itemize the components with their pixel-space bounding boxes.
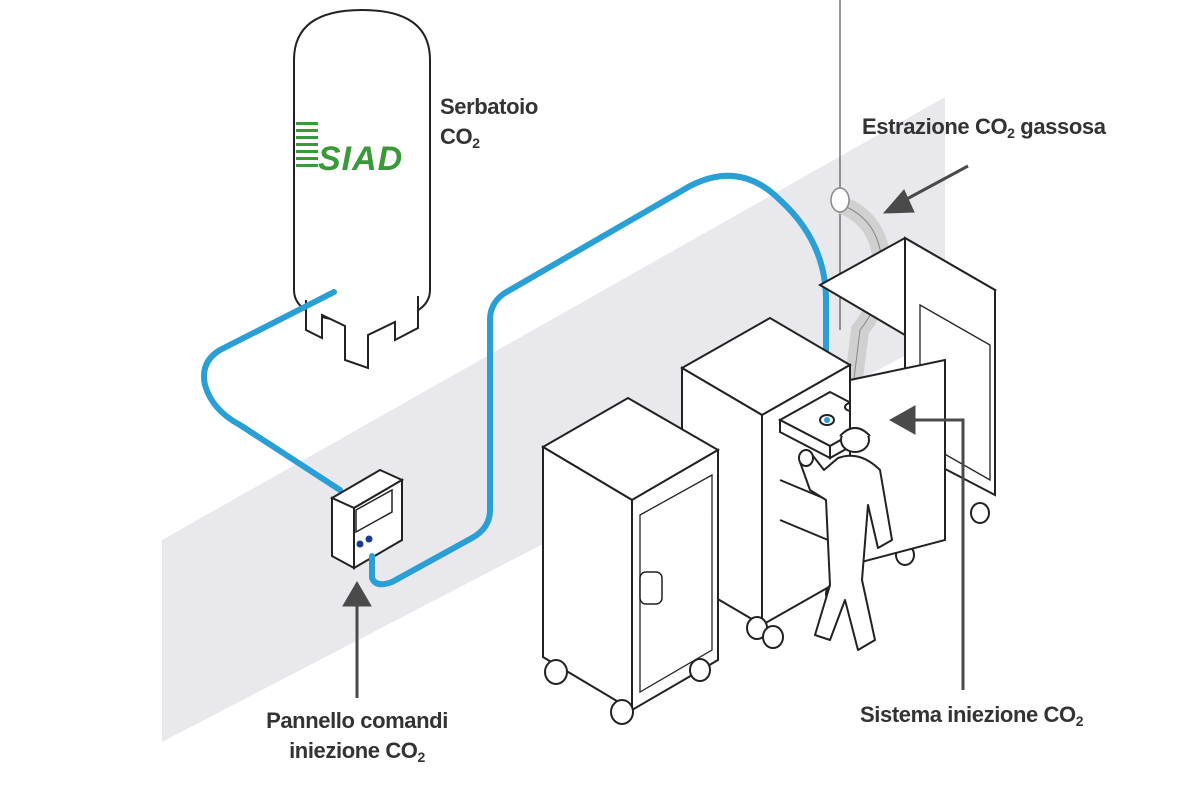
panel-button-2 bbox=[365, 535, 373, 543]
label-panel-line1: Pannello comandi bbox=[266, 708, 448, 733]
label-tank: Serbatoio CO2 bbox=[440, 92, 538, 152]
label-extraction: Estrazione CO2 gassosa bbox=[862, 114, 1106, 141]
label-panel-line2: iniezione CO2 bbox=[289, 738, 425, 765]
cabinet-back bbox=[817, 236, 998, 497]
label-tank-line1: Serbatoio bbox=[440, 94, 538, 119]
siad-logo: SIAD bbox=[318, 140, 404, 178]
siad-logo-stripes bbox=[296, 122, 318, 167]
wall-plane bbox=[162, 97, 945, 742]
arrow-injection bbox=[888, 405, 965, 690]
arrow-extraction bbox=[882, 164, 969, 214]
control-panel bbox=[329, 468, 405, 570]
label-panel: Pannello comandi iniezione CO2 bbox=[252, 706, 462, 766]
label-tank-line2: CO2 bbox=[440, 124, 480, 151]
pipe-tank-to-panel bbox=[201, 289, 343, 493]
worker-figure bbox=[798, 427, 893, 651]
label-injection: Sistema iniezione CO2 bbox=[860, 702, 1084, 729]
cabinet-front-wheels bbox=[544, 658, 711, 725]
hose-end bbox=[830, 187, 850, 213]
panel-button-1 bbox=[356, 540, 364, 548]
co2-tank bbox=[293, 8, 431, 370]
pipe-panel-to-injection bbox=[369, 172, 829, 588]
cabinet-front bbox=[541, 396, 720, 712]
arrow-panel bbox=[342, 581, 372, 698]
